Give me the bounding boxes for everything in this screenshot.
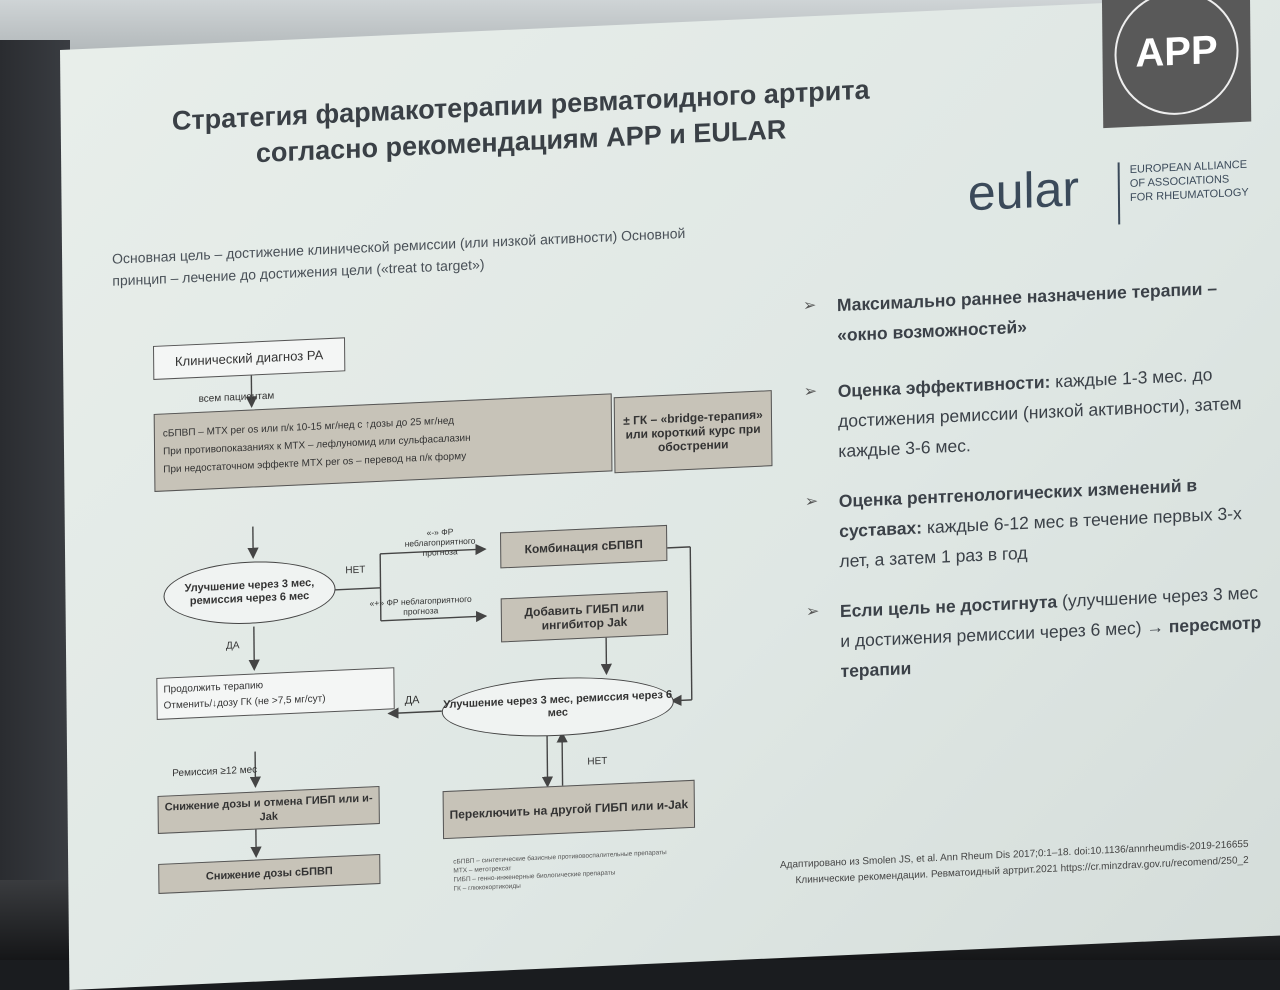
room-wall-left	[0, 40, 70, 960]
arp-seal: АРР	[1114, 0, 1239, 117]
risk-minus-label: «-» ФР неблагоприятного прогноза	[395, 525, 485, 559]
key-point-1-bold: Максимально раннее назначение терапии – …	[837, 278, 1217, 345]
references: Адаптировано из Smolen JS, et al. Ann Rh…	[708, 837, 1248, 893]
gk-bridge-box: ± ГК – «bridge-терапия» или короткий кур…	[614, 390, 773, 473]
key-point-2-bold: Оценка эффективности:	[838, 372, 1051, 402]
arp-logo: АРР	[1102, 0, 1251, 128]
eular-word: eular	[968, 159, 1080, 222]
arrow-icon: ➢	[805, 487, 823, 518]
key-point-3: ➢ Оценка рентгенологических изменений в …	[805, 467, 1270, 578]
eular-divider	[1118, 162, 1121, 224]
yes-label-1: ДА	[226, 640, 240, 652]
arp-logo-text: АРР	[1135, 28, 1218, 77]
yes-label-2: ДА	[405, 694, 420, 707]
no-label-2: НЕТ	[587, 756, 607, 768]
slide-subtitle: Основная цель – достижение клинической р…	[112, 220, 732, 292]
eular-logo: eular EUROPEAN ALLIANCE OF ASSOCIATIONS …	[968, 151, 1269, 240]
add-gibp-box: Добавить ГИБП или ингибитор Jak	[501, 591, 668, 643]
projection-screen: Стратегия фармакотерапии ревматоидного а…	[60, 0, 1280, 990]
key-point-1: ➢ Максимально раннее назначение терапии …	[803, 271, 1268, 352]
arrow-icon: ➢	[806, 597, 824, 628]
flowchart: Клинический диагноз РА всем пациентам сБ…	[103, 299, 759, 918]
no-label-1: НЕТ	[345, 565, 365, 577]
combination-box: Комбинация сБПВП	[500, 525, 667, 569]
key-point-4: ➢ Если цель не достигнута (улучшение чер…	[806, 577, 1271, 688]
key-point-2: ➢ Оценка эффективности: каждые 1-3 мес. …	[804, 357, 1269, 468]
key-point-4-bold: Если цель не достигнута	[840, 591, 1057, 621]
arrow-icon: ➢	[803, 291, 821, 322]
eular-tagline: EUROPEAN ALLIANCE OF ASSOCIATIONS FOR RH…	[1130, 158, 1249, 205]
key-points-list: ➢ Максимально раннее назначение терапии …	[803, 271, 1271, 708]
slide-title: Стратегия фармакотерапии ревматоидного а…	[161, 71, 882, 175]
arrow-icon: ➢	[804, 377, 822, 408]
